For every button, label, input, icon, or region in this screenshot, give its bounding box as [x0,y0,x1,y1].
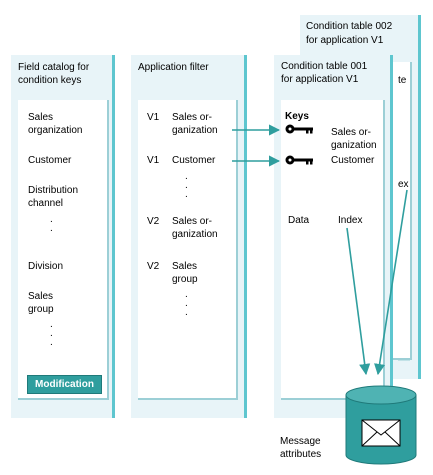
condition-table-001-inner [281,100,385,400]
key-customer: Customer [331,155,375,166]
condition-table-002-partial-te: te [398,75,407,86]
field-list-ellipsis-1: .. [50,214,53,234]
field-item-distribution-channel-line2: channel [28,198,64,209]
field-item-distribution-channel: Distribution [28,185,79,196]
field-item-division: Division [28,261,64,272]
field-item-sales-organization-line2: organization [28,125,83,136]
condition-table-001-title-line1: Condition table 001 [281,61,368,72]
arrow-index-001-to-to [346,227,371,376]
condition-table-002-title-line2: for application V1 [306,35,384,46]
filter-list-ellipsis-1: ... [185,171,188,200]
condition-table-002-partial-ex: ex [398,179,409,190]
keys-label: Keys [285,111,309,122]
condition-table-002-title-line1: Condition table 002 [306,21,393,32]
filter-row-2-field: Customer [172,155,216,166]
field-item-sales-group: Sales [28,291,54,302]
field-item-customer: Customer [28,155,72,166]
application-filter-title: Application filter [138,62,209,73]
data-label: Data [288,215,310,226]
field-item-sales-organization: Sales [28,112,54,123]
message-attributes-caption-line2: attributes [280,449,322,460]
filter-row-3-app: V2 [147,216,160,227]
filter-row-2-app: V1 [147,155,160,166]
field-catalog-title-line2: condition keys [18,75,82,86]
message-attributes-caption-line1: Message [280,436,321,447]
key-icon-sales-org [285,124,313,134]
filter-row-4-app: V2 [147,261,160,272]
filter-list-ellipsis-2: ... [185,289,188,318]
modification-button[interactable]: Modification [27,375,102,394]
application-filter-list [138,100,238,400]
filter-row-3-field: Sales or- [172,216,213,227]
index-label: Index [338,215,363,226]
field-catalog-list [18,100,109,400]
condition-table-001-title-line2: for application V1 [281,74,359,85]
filter-row-3-field-line2: ganization [172,229,218,240]
filter-row-1-field-line2: ganization [172,125,218,136]
field-catalog-title-line1: Field catalog for [18,62,90,73]
arrow-index-002-to-to [374,189,408,376]
filter-row-1-field: Sales or- [172,112,213,123]
field-list-ellipsis-2: ... [50,319,53,348]
key-sales-organization-line2: ganization [331,140,377,151]
key-sales-organization: Sales or- [331,127,372,138]
key-icon-customer [285,155,313,165]
envelope-icon [361,419,401,447]
filter-row-1-app: V1 [147,112,160,123]
filter-row-4-field: Sales [172,261,198,272]
filter-row-4-field-line2: group [172,274,198,285]
field-item-sales-group-line2: group [28,304,54,315]
